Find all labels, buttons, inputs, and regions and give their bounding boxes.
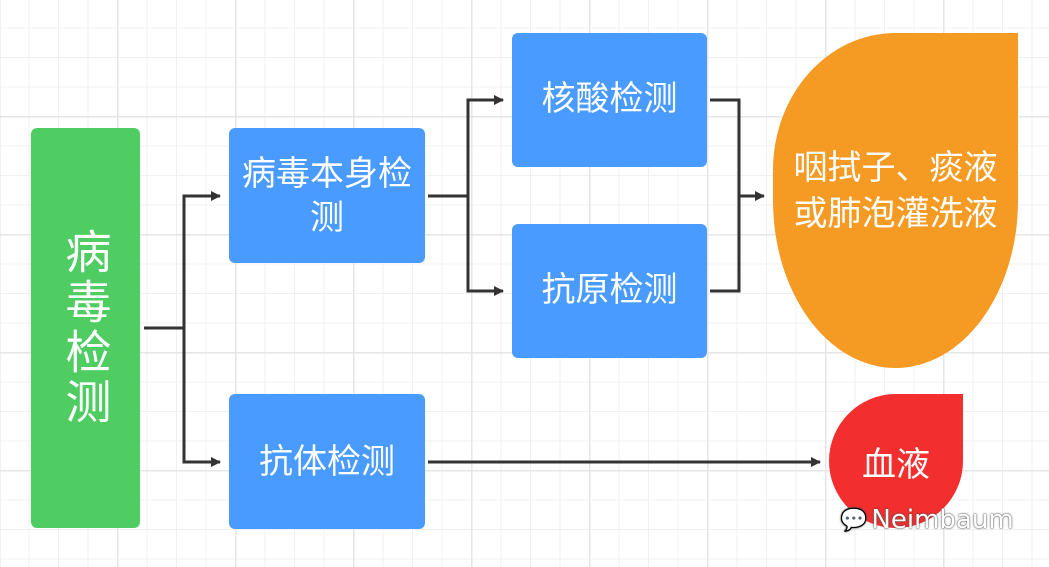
- node-label: 抗体检测: [259, 441, 395, 482]
- node-sample-blood[interactable]: 血液: [829, 394, 963, 528]
- node-label: 血液: [862, 444, 930, 485]
- node-label: 病毒检测: [58, 228, 113, 428]
- node-antigen-detection[interactable]: 抗原检测: [512, 224, 707, 358]
- edge-self-to-nucleic: [466, 95, 504, 196]
- watermark-text: Neimbaum: [871, 505, 1014, 535]
- node-virus-itself-detection[interactable]: 病毒本身检测: [229, 128, 425, 263]
- node-antibody-detection[interactable]: 抗体检测: [229, 394, 425, 529]
- watermark: 💬 Neimbaum: [840, 505, 1014, 535]
- edge-nucleic-merge: [710, 98, 741, 293]
- node-virus-detection[interactable]: 病毒检测: [31, 128, 140, 528]
- edge-self-to-antigen: [466, 196, 504, 296]
- edge-root-to-antibody: [182, 328, 221, 467]
- node-label: 核酸检测: [541, 79, 678, 119]
- node-label: 病毒本身检测: [242, 153, 412, 238]
- node-label: 咽拭子、痰液或肺泡灌洗液: [793, 147, 998, 234]
- wechat-icon: 💬: [840, 507, 868, 533]
- edge-root-to-self: [182, 191, 221, 328]
- node-nucleic-acid-detection[interactable]: 核酸检测: [512, 33, 707, 167]
- node-sample-swab[interactable]: 咽拭子、痰液或肺泡灌洗液: [773, 33, 1018, 368]
- node-label: 抗原检测: [541, 270, 678, 310]
